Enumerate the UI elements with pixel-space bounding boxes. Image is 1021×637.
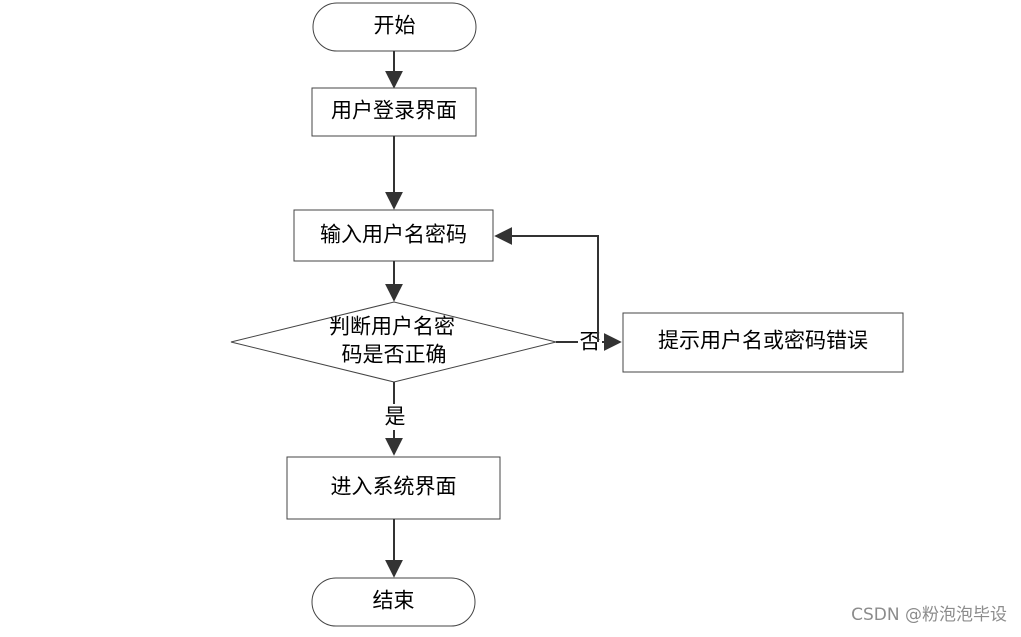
end-label: 结束	[373, 589, 415, 613]
yes-label-bg	[382, 404, 408, 430]
error-tip-label: 提示用户名或密码错误	[658, 329, 868, 353]
no-label: 否	[580, 330, 601, 354]
enter-system-label: 进入系统界面	[331, 475, 457, 499]
watermark: CSDN @粉泡泡毕设	[851, 605, 1007, 625]
login-page-label: 用户登录界面	[331, 99, 457, 123]
start-label: 开始	[374, 14, 416, 38]
input-credentials-label: 输入用户名密码	[320, 223, 467, 247]
yes-label: 是	[385, 405, 406, 429]
login-page-box	[311, 87, 477, 137]
decision-label-line1: 判断用户名密	[329, 315, 455, 339]
enter-system-box	[286, 456, 501, 520]
end-terminal	[311, 577, 476, 627]
arrow-loop-back-to-input	[494, 227, 599, 342]
decision-label-line2: 码是否正确	[342, 343, 447, 367]
error-tip-box	[622, 312, 904, 373]
